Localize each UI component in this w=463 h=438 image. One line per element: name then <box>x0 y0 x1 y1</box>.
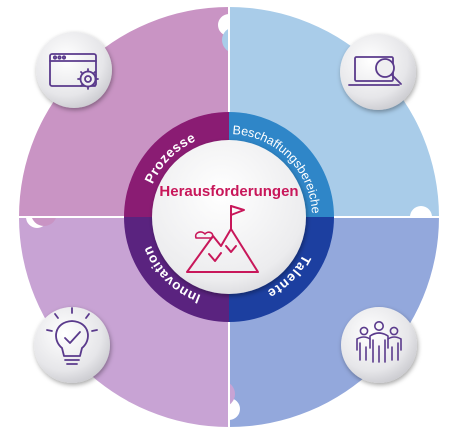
puzzle-knob-beschaffungsbereiche <box>222 27 248 53</box>
laptop-search-icon <box>348 56 402 86</box>
browser-gear-icon <box>49 53 99 90</box>
icon-badge-talente <box>341 307 417 383</box>
center-title: Herausforderungen <box>159 183 298 200</box>
team-people-icon <box>356 320 402 363</box>
puzzle-knob-innovation <box>209 381 235 407</box>
lightbulb-check-icon <box>46 307 98 365</box>
mountain-flag-icon <box>186 205 259 273</box>
icon-badge-beschaffungsbereiche <box>340 34 416 110</box>
puzzle-knob-prozesse <box>31 200 57 226</box>
icon-badge-innovation <box>34 307 110 383</box>
icon-badge-prozesse <box>36 32 112 108</box>
center-disc <box>152 140 306 294</box>
puzzle-knob-talente <box>397 219 423 245</box>
